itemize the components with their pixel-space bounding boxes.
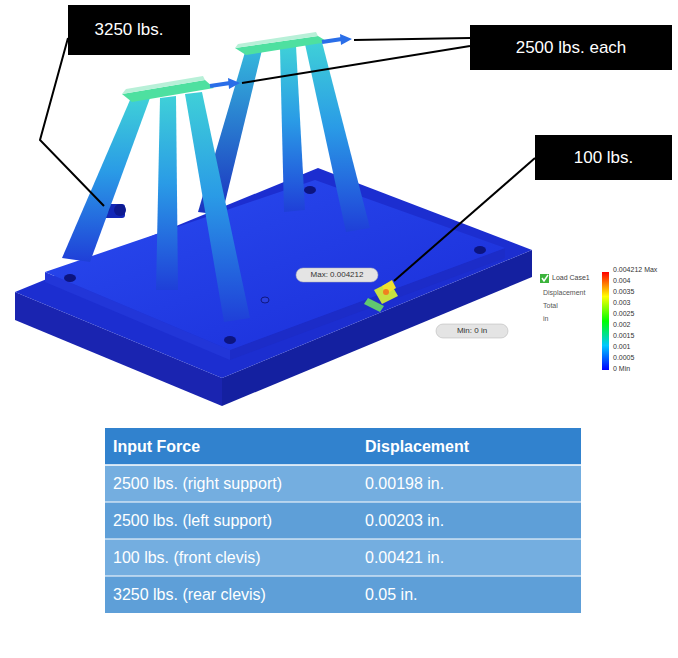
min-tag (436, 324, 508, 338)
result-legend-panel (537, 262, 665, 372)
leader-line (40, 38, 104, 206)
callout-box: 100 lbs. (535, 135, 672, 180)
leader-line (354, 38, 470, 40)
leader-line (394, 158, 535, 281)
table-cell: 0.05 in. (365, 576, 417, 613)
result-tag: Min: 0 in (440, 324, 504, 338)
front-clevis (364, 280, 398, 312)
table-header: Input Force (113, 428, 200, 465)
table-cell: 3250 lbs. (rear clevis) (113, 576, 266, 613)
callout-text: 100 lbs. (574, 148, 634, 168)
scale-value: 0.001 (613, 342, 631, 352)
table-cell: 2500 lbs. (right support) (113, 465, 282, 502)
left-support-frame (62, 76, 250, 322)
callout-text: 2500 lbs. each (516, 38, 627, 58)
legend-setting: in (543, 313, 548, 324)
callout-box: 2500 lbs. each (470, 25, 672, 70)
table-header: Displacement (365, 428, 469, 465)
scale-value: 0.004212 Max (613, 265, 657, 275)
table-cell: 0.00198 in. (365, 465, 444, 502)
scale-value: 0.002 (613, 320, 631, 330)
leader-line (242, 46, 470, 83)
scale-value: 0.004 (613, 276, 631, 286)
result-tag: Max: 0.004212 (300, 268, 374, 282)
table-cell: 0.00421 in. (365, 539, 444, 576)
scale-value: 0.0005 (613, 353, 634, 363)
legend-setting: Total (543, 300, 558, 311)
table-cell: 100 lbs. (front clevis) (113, 539, 261, 576)
legend-setting: Displacement (543, 287, 585, 298)
results-table (105, 428, 581, 613)
callout-box: 3250 lbs. (68, 5, 190, 55)
callout-text: 3250 lbs. (95, 20, 164, 40)
table-cell: 2500 lbs. (left support) (113, 502, 272, 539)
legend-heading: Load Case1 (552, 272, 590, 283)
scale-value: 0.0015 (613, 331, 634, 341)
scale-value: 0.0025 (613, 309, 634, 319)
table-cell: 0.00203 in. (365, 502, 444, 539)
scale-value: 0.0035 (613, 287, 634, 297)
max-tag (296, 268, 378, 282)
scale-value: 0.003 (613, 298, 631, 308)
scale-value: 0 Min (613, 364, 630, 374)
